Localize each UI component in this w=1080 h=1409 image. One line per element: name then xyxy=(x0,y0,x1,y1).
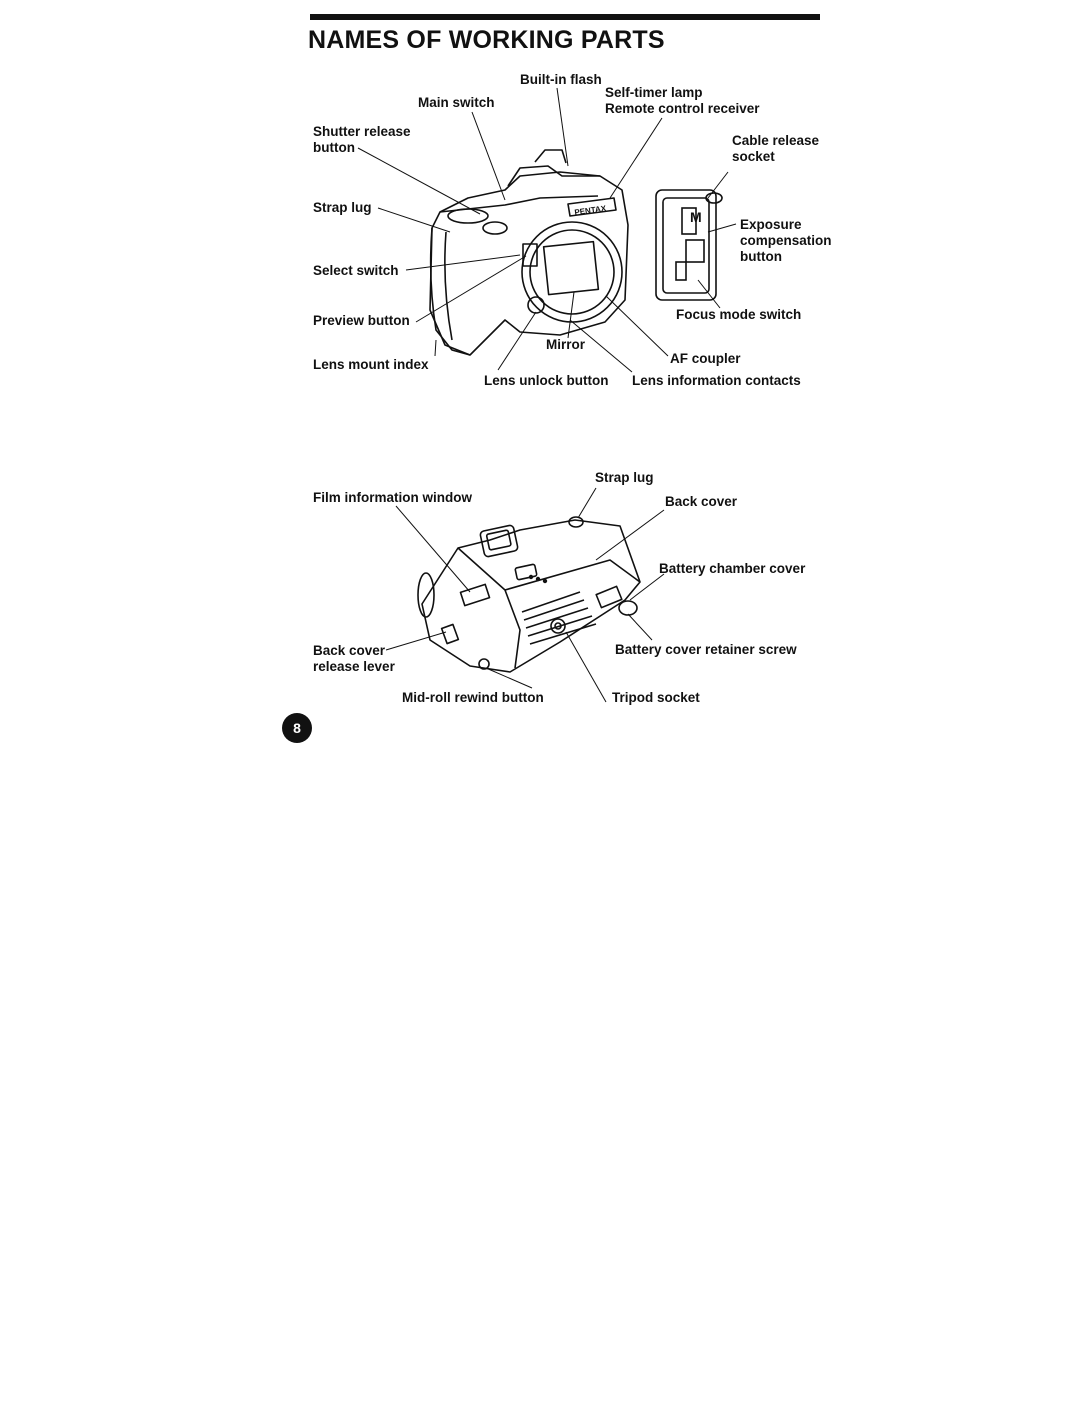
label-back-cover-release-line1: Back cover xyxy=(313,643,386,658)
page-number-badge: 8 xyxy=(282,713,312,743)
label-strap-lug-bottom: Strap lug xyxy=(595,470,654,485)
label-built-in-flash: Built-in flash xyxy=(520,72,602,87)
label-lens-mount-index: Lens mount index xyxy=(313,357,429,372)
header-rule xyxy=(310,14,820,20)
label-film-information-window: Film information window xyxy=(313,490,472,505)
label-back-cover: Back cover xyxy=(665,494,738,509)
label-shutter-release-line1: Shutter release xyxy=(313,124,411,139)
label-battery-chamber-cover: Battery chamber cover xyxy=(659,561,806,576)
label-battery-cover-retainer-screw: Battery cover retainer screw xyxy=(615,642,797,657)
label-tripod-socket: Tripod socket xyxy=(612,690,700,705)
mode-m-glyph: M xyxy=(690,209,702,225)
label-select-switch: Select switch xyxy=(313,263,399,278)
label-cable-release-line1: Cable release xyxy=(732,133,820,148)
label-self-timer-lamp: Self-timer lamp xyxy=(605,85,703,100)
page-title: NAMES OF WORKING PARTS xyxy=(308,26,665,54)
label-af-coupler: AF coupler xyxy=(670,351,741,366)
label-exposure-line1: Exposure xyxy=(740,217,802,232)
label-lens-unlock-button: Lens unlock button xyxy=(484,373,609,388)
label-main-switch: Main switch xyxy=(418,95,495,110)
label-shutter-release-line2: button xyxy=(313,140,355,155)
label-exposure-line3: button xyxy=(740,249,782,264)
brand-mark: PENTAX xyxy=(574,204,607,217)
label-mirror: Mirror xyxy=(546,337,586,352)
label-strap-lug-front: Strap lug xyxy=(313,200,372,215)
label-preview-button: Preview button xyxy=(313,313,410,328)
label-lens-information-contacts: Lens information contacts xyxy=(632,373,801,388)
label-back-cover-release-line2: release lever xyxy=(313,659,395,674)
label-mid-roll-rewind-button: Mid-roll rewind button xyxy=(402,690,544,705)
label-exposure-line2: compensation xyxy=(740,233,832,248)
label-cable-release-line2: socket xyxy=(732,149,775,164)
label-remote-control-receiver: Remote control receiver xyxy=(605,101,760,116)
label-focus-mode-switch: Focus mode switch xyxy=(676,307,802,322)
